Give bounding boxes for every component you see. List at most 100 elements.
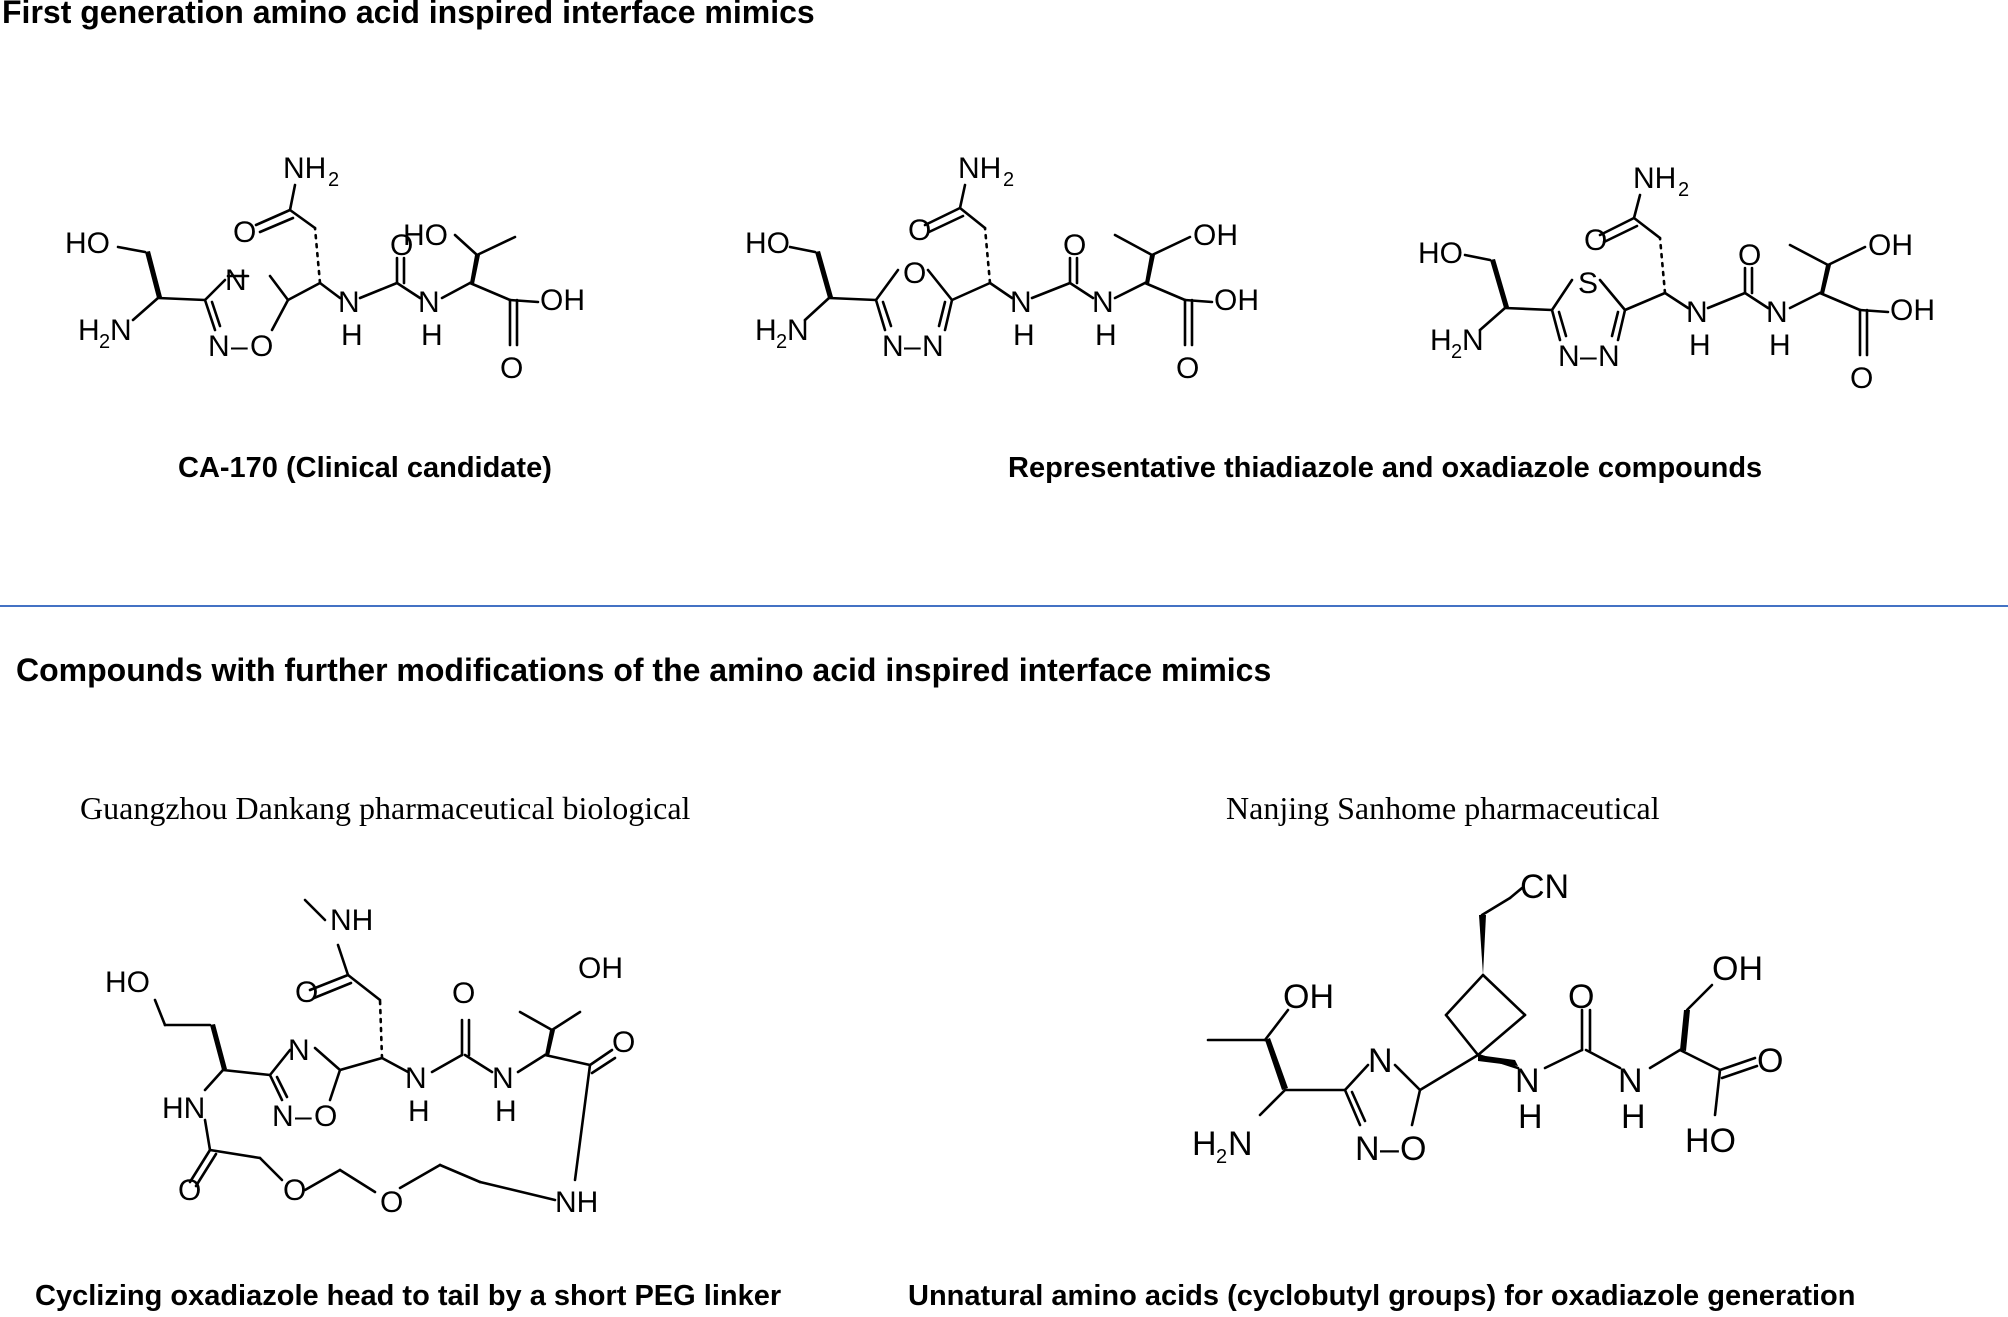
caption-representative-compounds: Representative thiadiazole and oxadiazol… xyxy=(1008,452,1763,484)
caption-peg-linker: Cyclizing oxadiazole head to tail by a s… xyxy=(35,1280,782,1312)
section2-title: Compounds with further modifications of … xyxy=(16,652,1272,688)
svg-text:O: O xyxy=(283,1174,306,1207)
svg-text:H: H xyxy=(341,319,363,352)
svg-text:NH: NH xyxy=(283,152,326,185)
svg-text:N: N xyxy=(1228,1125,1253,1163)
svg-text:N: N xyxy=(1618,1062,1643,1100)
svg-text:N: N xyxy=(787,314,809,347)
svg-text:H: H xyxy=(1095,319,1117,352)
svg-text:HO: HO xyxy=(105,966,150,999)
svg-text:H: H xyxy=(421,319,443,352)
svg-text:2: 2 xyxy=(1003,169,1014,191)
svg-text:N: N xyxy=(882,330,904,363)
svg-text:N: N xyxy=(338,286,360,319)
svg-text:NH: NH xyxy=(958,152,1001,185)
svg-text:–: – xyxy=(1380,1130,1399,1168)
svg-text:O: O xyxy=(908,214,931,247)
svg-text:N: N xyxy=(1010,286,1032,319)
svg-text:N: N xyxy=(922,330,944,363)
svg-text:2: 2 xyxy=(99,331,110,353)
svg-text:OH: OH xyxy=(1283,978,1334,1016)
section-divider xyxy=(0,605,2008,607)
svg-text:N: N xyxy=(1515,1062,1540,1100)
svg-text:HO: HO xyxy=(1418,237,1463,270)
svg-text:OH: OH xyxy=(1868,229,1913,262)
svg-text:N: N xyxy=(418,286,440,319)
caption-cyclobutyl: Unnatural amino acids (cyclobutyl groups… xyxy=(908,1280,1856,1312)
svg-text:N: N xyxy=(405,1062,427,1095)
svg-text:2: 2 xyxy=(1216,1146,1227,1168)
svg-text:N: N xyxy=(492,1062,514,1095)
svg-text:2: 2 xyxy=(1678,179,1689,201)
svg-text:CN: CN xyxy=(1520,868,1569,906)
svg-text:N: N xyxy=(1462,324,1484,357)
svg-text:–: – xyxy=(904,330,921,363)
svg-text:O: O xyxy=(500,352,523,385)
svg-text:HO: HO xyxy=(403,219,448,252)
svg-text:N: N xyxy=(1766,296,1788,329)
svg-text:O: O xyxy=(1568,978,1594,1016)
svg-text:N: N xyxy=(1092,286,1114,319)
section1-title: First generation amino acid inspired int… xyxy=(2,0,815,30)
svg-text:O: O xyxy=(1584,224,1607,257)
svg-text:O: O xyxy=(1757,1042,1783,1080)
svg-text:N: N xyxy=(1355,1130,1380,1168)
svg-text:N: N xyxy=(1598,340,1620,373)
svg-text:O: O xyxy=(1738,239,1761,272)
svg-text:O: O xyxy=(233,216,256,249)
svg-text:H: H xyxy=(495,1095,517,1128)
svg-text:OH: OH xyxy=(578,952,623,985)
svg-text:O: O xyxy=(1400,1130,1426,1168)
svg-text:NH: NH xyxy=(1633,162,1676,195)
svg-text:–: – xyxy=(231,330,248,363)
svg-text:H: H xyxy=(1430,324,1452,357)
svg-text:–: – xyxy=(1580,340,1597,373)
svg-text:2: 2 xyxy=(776,331,787,353)
svg-text:N: N xyxy=(1686,296,1708,329)
svg-text:O: O xyxy=(250,330,273,363)
caption-ca-170: CA-170 (Clinical candidate) xyxy=(178,452,552,484)
svg-text:OH: OH xyxy=(1712,950,1763,988)
svg-text:O: O xyxy=(1176,352,1199,385)
svg-text:HN: HN xyxy=(162,1092,205,1125)
svg-text:H: H xyxy=(1621,1098,1646,1136)
svg-text:2: 2 xyxy=(328,169,339,191)
svg-text:OH: OH xyxy=(1214,284,1259,317)
svg-text:N: N xyxy=(1558,340,1580,373)
svg-text:OH: OH xyxy=(540,284,585,317)
svg-text:H: H xyxy=(1689,329,1711,362)
svg-text:OH: OH xyxy=(1193,219,1238,252)
svg-text:NH: NH xyxy=(555,1186,598,1219)
svg-text:O: O xyxy=(1850,362,1873,395)
svg-text:O: O xyxy=(612,1026,635,1059)
svg-text:H: H xyxy=(78,314,100,347)
svg-text:S: S xyxy=(1578,267,1598,300)
svg-text:HO: HO xyxy=(1685,1122,1736,1160)
svg-text:N: N xyxy=(288,1034,310,1067)
svg-text:O: O xyxy=(903,257,926,290)
svg-text:O: O xyxy=(452,977,475,1010)
svg-text:O: O xyxy=(380,1186,403,1219)
svg-text:H: H xyxy=(1013,319,1035,352)
svg-text:H: H xyxy=(1192,1125,1217,1163)
svg-text:HO: HO xyxy=(65,227,110,260)
svg-text:OH: OH xyxy=(1890,294,1935,327)
svg-text:N: N xyxy=(225,264,247,297)
svg-text:HO: HO xyxy=(745,227,790,260)
svg-text:O: O xyxy=(178,1174,201,1207)
company-label-dankang: Guangzhou Dankang pharmaceutical biologi… xyxy=(80,790,691,826)
svg-text:N: N xyxy=(1368,1042,1393,1080)
svg-text:O: O xyxy=(390,229,413,262)
svg-text:O: O xyxy=(295,976,318,1009)
svg-text:N: N xyxy=(208,330,230,363)
company-label-sanhome: Nanjing Sanhome pharmaceutical xyxy=(1226,790,1660,826)
svg-text:H: H xyxy=(1518,1098,1543,1136)
svg-text:H: H xyxy=(408,1095,430,1128)
svg-text:H: H xyxy=(755,314,777,347)
svg-text:O: O xyxy=(314,1100,337,1133)
svg-text:O: O xyxy=(1063,229,1086,262)
